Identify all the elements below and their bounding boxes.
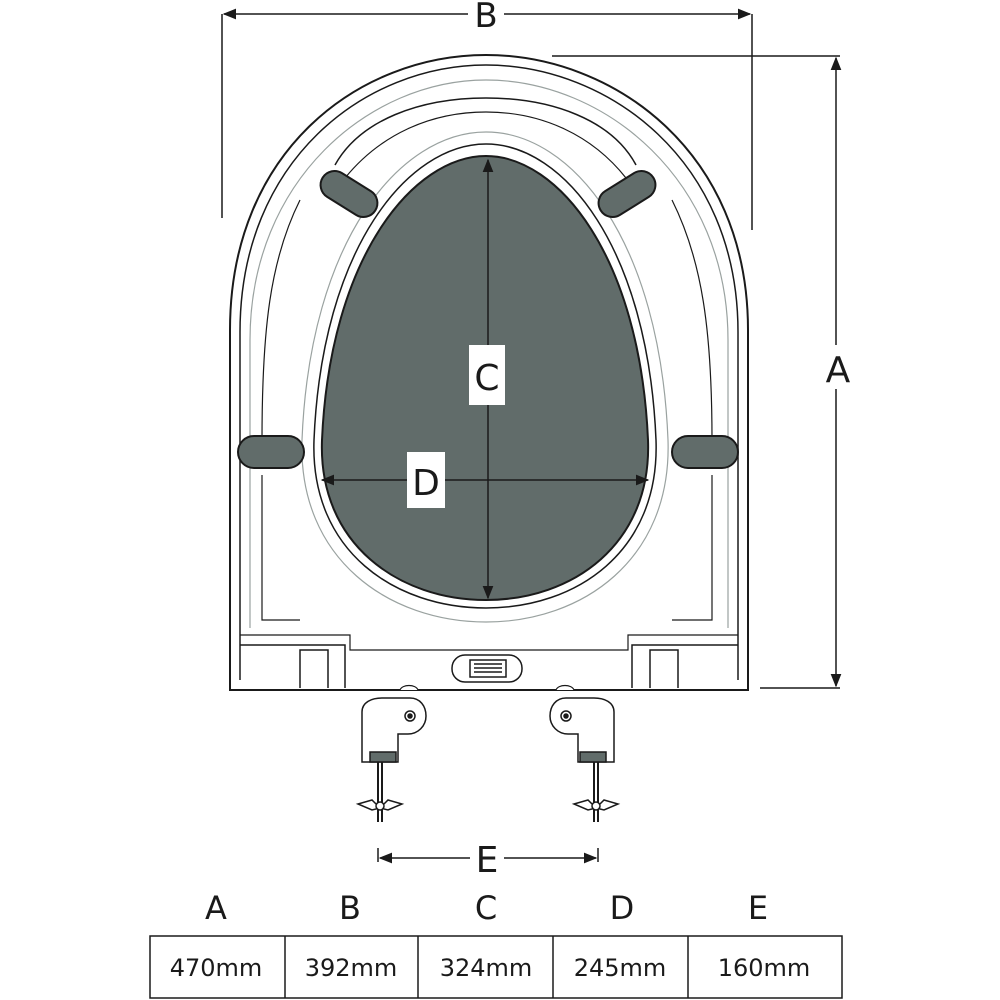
seat-rear-notch-left [299, 649, 329, 688]
hinge-right [549, 697, 621, 822]
dimension-a-label-bg [822, 345, 854, 389]
table-cell-c: 324mm [440, 954, 533, 982]
seat-bumpers [237, 169, 739, 469]
table-cell-b: 392mm [305, 954, 398, 982]
seat-ring-inner [313, 143, 657, 609]
seat-rear-notch-right [649, 649, 679, 688]
table-header-c: C [475, 889, 497, 927]
table-cell-e: 160mm [718, 954, 811, 982]
dimension-e-label-bg [470, 840, 504, 876]
seat-hinge-bar-inner [240, 634, 738, 651]
hinge-left [355, 697, 427, 822]
table-cell-d: 245mm [574, 954, 667, 982]
dimensions-table: A B C D E 470mm 392mm 324mm 245mm 160mm [149, 889, 843, 999]
rear-handle [451, 654, 523, 683]
seat-ring-top-strip [334, 97, 637, 166]
bumper-top-left [319, 169, 379, 219]
hinge-pins [399, 684, 575, 691]
dimension-d-label-bg [407, 452, 445, 508]
seat-hinge-bar [240, 644, 738, 688]
bumper-top-right [597, 169, 657, 219]
bumper-mid-right [671, 435, 739, 469]
dimension-c-label-bg [469, 345, 505, 405]
table-header-e: E [748, 889, 768, 927]
seat-ring-outer [301, 131, 669, 623]
bumper-mid-left [237, 435, 305, 469]
table-header-d: D [610, 889, 635, 927]
dimension-c-label: C [474, 358, 499, 399]
seat-ring-top-strip-2 [344, 111, 627, 179]
seat-rim-inner-line [249, 79, 729, 628]
seat-side-strip-right [671, 199, 713, 621]
dimension-d-label: D [412, 463, 440, 504]
seat-outer-rim-inner [239, 64, 739, 680]
dimension-b-label-bg [468, 0, 504, 30]
dimension-e-label: E [476, 840, 499, 881]
table-header-a: A [205, 889, 227, 927]
seat-side-strip-left [261, 199, 301, 621]
table-header-b: B [339, 889, 361, 927]
dimension-b-label: B [474, 0, 497, 36]
table-cell-a: 470mm [170, 954, 263, 982]
dimension-a-label: A [826, 350, 851, 391]
